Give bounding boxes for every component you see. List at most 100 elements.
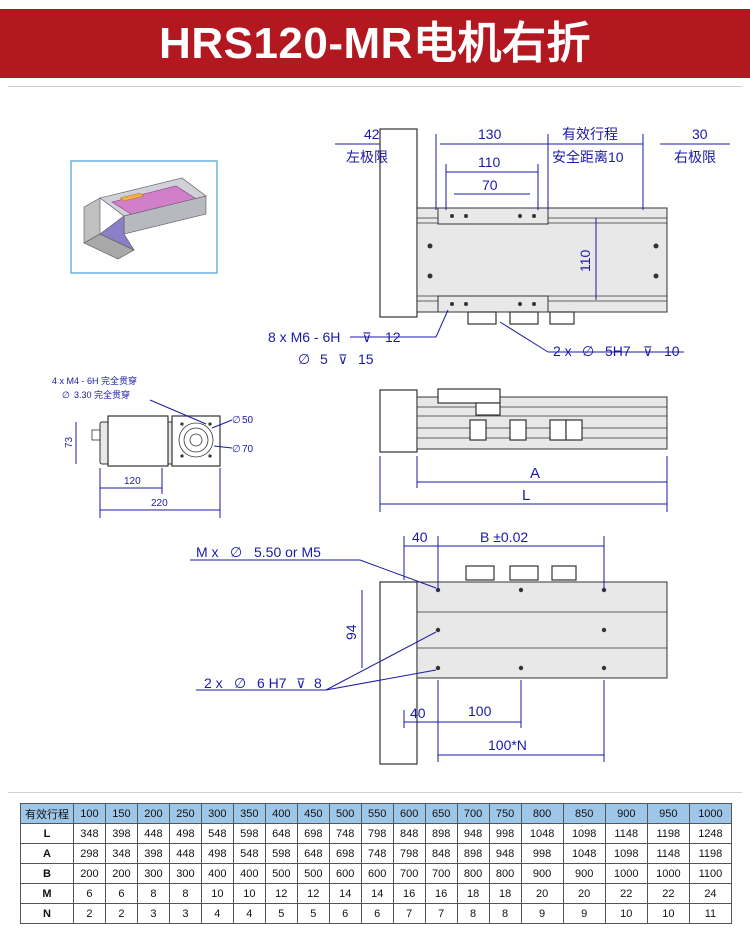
m-holes-spec: 5.50 or M5 <box>254 544 321 560</box>
spec-header-stroke: 200 <box>136 803 170 824</box>
depth-15: 15 <box>358 351 374 367</box>
module-body-top <box>416 207 668 313</box>
spec-cell: 1000 <box>646 863 690 884</box>
top-view <box>335 128 730 353</box>
diameter-symbol-5: ∅ <box>232 444 241 455</box>
spec-cell: 18 <box>488 883 522 904</box>
diameter-symbol-4: ∅ <box>232 415 241 426</box>
depth-symbol-4: ⊽ <box>296 676 306 691</box>
dim-70: 70 <box>482 177 498 193</box>
left-limit-label: 左极限 <box>346 149 388 165</box>
safety-distance-label: 安全距离10 <box>552 149 624 165</box>
spec-cell: 3 <box>136 903 170 924</box>
dim-120: 120 <box>124 476 141 487</box>
spec-header-stroke: 650 <box>424 803 458 824</box>
spec-header-stroke: 950 <box>646 803 690 824</box>
spec-cell: 1198 <box>646 823 690 844</box>
end-view <box>75 399 233 518</box>
spec-header-stroke: 150 <box>104 803 138 824</box>
spec-cell: 2 <box>73 903 106 924</box>
spec-header-stroke: 1000 <box>688 803 733 824</box>
spec-cell: 14 <box>360 883 394 904</box>
dim-B: B ±0.02 <box>480 529 528 545</box>
spec-header-stroke: 850 <box>562 803 606 824</box>
spec-cell: 798 <box>392 843 426 864</box>
spec-cell: 16 <box>424 883 458 904</box>
spec-cell: 6 <box>328 903 362 924</box>
divider-top <box>8 86 742 87</box>
spec-cell: 200 <box>73 863 106 884</box>
spec-cell: 998 <box>488 823 522 844</box>
spec-cell: 5 <box>264 903 298 924</box>
spec-cell: 20 <box>520 883 564 904</box>
spec-cell: 298 <box>73 843 106 864</box>
spec-cell: 11 <box>688 903 733 924</box>
spec-header-stroke: 700 <box>456 803 490 824</box>
spec-cell: 398 <box>104 823 138 844</box>
dim-42: 42 <box>364 126 380 142</box>
dim-40-top: 40 <box>412 529 428 545</box>
spec-cell: 648 <box>264 823 298 844</box>
depth-symbol-2: ⊽ <box>338 352 348 367</box>
title-banner: HRS120-MR电机右折 <box>0 0 750 78</box>
spec-cell: 948 <box>456 823 490 844</box>
bottom-pin-note: 2 x <box>204 675 223 691</box>
spec-header-stroke: 600 <box>392 803 426 824</box>
spec-cell: 14 <box>328 883 362 904</box>
spec-cell: 16 <box>392 883 426 904</box>
spec-cell: 8 <box>168 883 202 904</box>
spec-cell: 22 <box>604 883 648 904</box>
spec-cell: 24 <box>688 883 733 904</box>
spec-cell: 10 <box>646 903 690 924</box>
title-banner-bar <box>0 9 750 78</box>
spec-cell: 1098 <box>604 843 648 864</box>
spec-cell: 1048 <box>562 843 606 864</box>
dia-50: 50 <box>242 415 254 426</box>
spec-cell: 548 <box>200 823 234 844</box>
end-hole-note: 4 x M4 - 6H 完全贯穿 <box>52 375 137 386</box>
spec-cell: 4 <box>232 903 266 924</box>
spec-cell: 10 <box>232 883 266 904</box>
spec-cell: 8 <box>488 903 522 924</box>
spec-cell: 1000 <box>604 863 648 884</box>
spec-row-label: L <box>20 823 74 844</box>
dim-110-horizontal: 110 <box>478 154 501 170</box>
spec-cell: 600 <box>328 863 362 884</box>
spec-cell: 10 <box>604 903 648 924</box>
spec-cell: 448 <box>136 823 170 844</box>
spec-cell: 3 <box>168 903 202 924</box>
spec-cell: 448 <box>168 843 202 864</box>
end-thru-note: 3.30 完全贯穿 <box>74 389 130 400</box>
spec-cell: 598 <box>264 843 298 864</box>
pin-depth: 10 <box>664 343 680 359</box>
spec-cell: 12 <box>264 883 298 904</box>
spec-cell: 400 <box>232 863 266 884</box>
spec-header-stroke: 500 <box>328 803 362 824</box>
spec-cell: 7 <box>424 903 458 924</box>
bottom-pin-depth: 8 <box>314 675 322 691</box>
spec-cell: 648 <box>296 843 330 864</box>
spec-cell: 9 <box>562 903 606 924</box>
spec-cell: 500 <box>296 863 330 884</box>
spec-header-stroke: 250 <box>168 803 202 824</box>
dim-100N: 100*N <box>488 737 527 753</box>
spec-cell: 10 <box>200 883 234 904</box>
diameter-symbol-1: ∅ <box>298 351 310 367</box>
spec-cell: 5 <box>296 903 330 924</box>
diameter-symbol-7: ∅ <box>234 675 246 691</box>
spec-cell: 998 <box>520 843 564 864</box>
spec-cell: 1048 <box>520 823 564 844</box>
spec-header-stroke: 800 <box>520 803 564 824</box>
spec-cell: 548 <box>232 843 266 864</box>
spec-cell: 898 <box>456 843 490 864</box>
spec-cell: 400 <box>200 863 234 884</box>
effective-stroke-label: 有效行程 <box>562 126 618 142</box>
dim-73: 73 <box>64 436 75 448</box>
spec-header-stroke: 350 <box>232 803 266 824</box>
